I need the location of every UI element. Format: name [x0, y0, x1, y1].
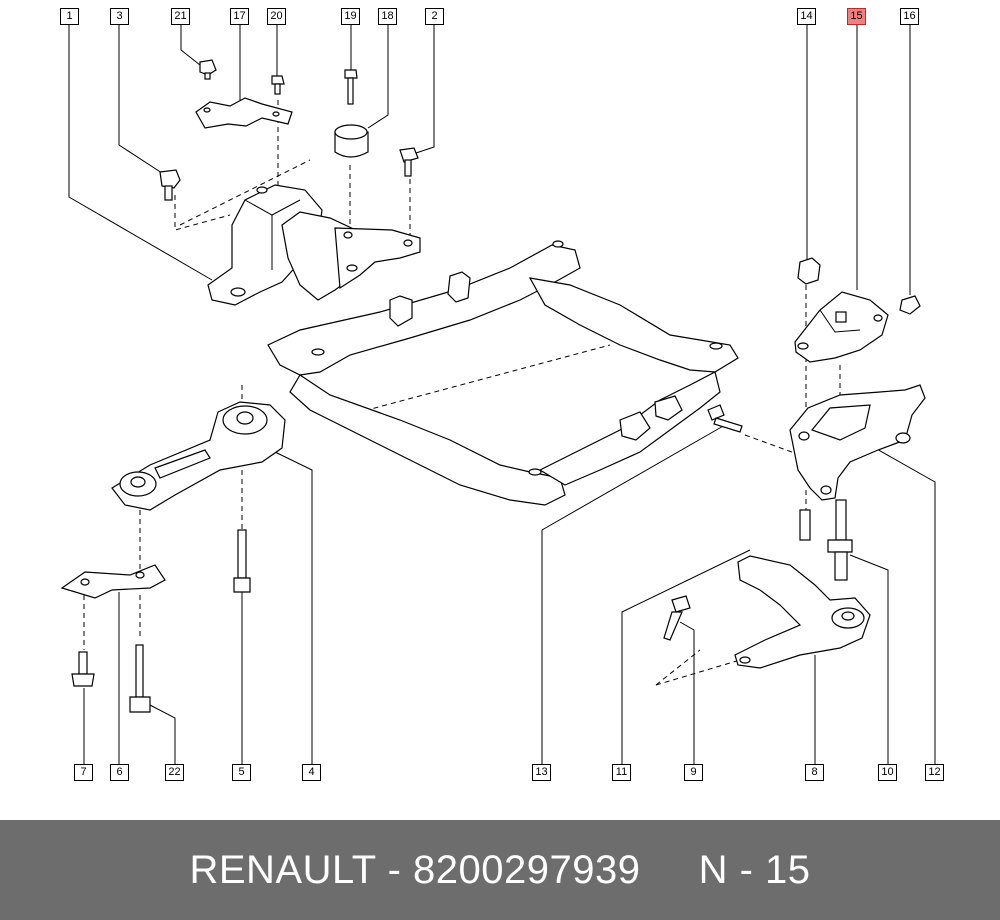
top-bolts — [159, 59, 419, 201]
callout-6[interactable]: 6 — [110, 764, 129, 781]
position-label: N - 15 — [698, 847, 811, 892]
part-7-22-bolts — [71, 644, 151, 713]
brand-name: RENAULT — [189, 847, 376, 892]
part-4-torque-rod — [111, 401, 286, 511]
part-5-bolt — [233, 529, 251, 593]
callout-12[interactable]: 12 — [925, 764, 944, 781]
footer-caption: RENAULT - 8200297939 N - 15 — [189, 848, 810, 893]
callout-11[interactable]: 11 — [612, 764, 631, 781]
callout-18[interactable]: 18 — [378, 8, 397, 25]
subframe — [267, 240, 739, 506]
callout-16[interactable]: 16 — [900, 8, 919, 25]
callout-1[interactable]: 1 — [60, 8, 79, 25]
parts-diagram: 1 3 21 17 20 19 18 2 14 15 16 7 6 22 5 4… — [60, 8, 944, 781]
callout-7[interactable]: 7 — [74, 764, 93, 781]
callout-5[interactable]: 5 — [232, 764, 251, 781]
part-18-bushing — [334, 124, 369, 158]
part-12-bracket — [789, 384, 926, 501]
callout-3[interactable]: 3 — [110, 8, 129, 25]
callout-9[interactable]: 9 — [684, 764, 703, 781]
callout-21[interactable]: 21 — [171, 8, 190, 25]
callout-20[interactable]: 20 — [267, 8, 286, 25]
callout-8[interactable]: 8 — [805, 764, 824, 781]
part-17-bracket — [195, 97, 293, 129]
diagram-drawing — [60, 25, 936, 765]
footer-gap — [641, 848, 699, 892]
part-mount-insert — [281, 211, 421, 301]
callout-14[interactable]: 14 — [797, 8, 816, 25]
part-6-plate — [60, 564, 166, 599]
footer-banner: RENAULT - 8200297939 N - 15 — [0, 820, 1000, 920]
callout-15[interactable]: 15 — [847, 8, 866, 25]
part-8-lower-arm — [734, 555, 871, 669]
footer-separator: - — [375, 847, 414, 892]
callout-22[interactable]: 22 — [165, 764, 184, 781]
leader-lines — [68, 25, 936, 765]
callout-10[interactable]: 10 — [878, 764, 897, 781]
callout-2[interactable]: 2 — [425, 8, 444, 25]
part-15-mount — [794, 257, 921, 363]
part-1-mount-bracket — [207, 184, 323, 306]
part-number: 8200297939 — [413, 847, 641, 892]
callout-17[interactable]: 17 — [230, 8, 249, 25]
assembly-lines — [83, 100, 841, 686]
callout-13[interactable]: 13 — [532, 764, 551, 781]
callout-19[interactable]: 19 — [341, 8, 360, 25]
part-10-stud — [827, 499, 853, 581]
callout-4[interactable]: 4 — [302, 764, 321, 781]
part-13-9-bolts — [663, 404, 811, 641]
